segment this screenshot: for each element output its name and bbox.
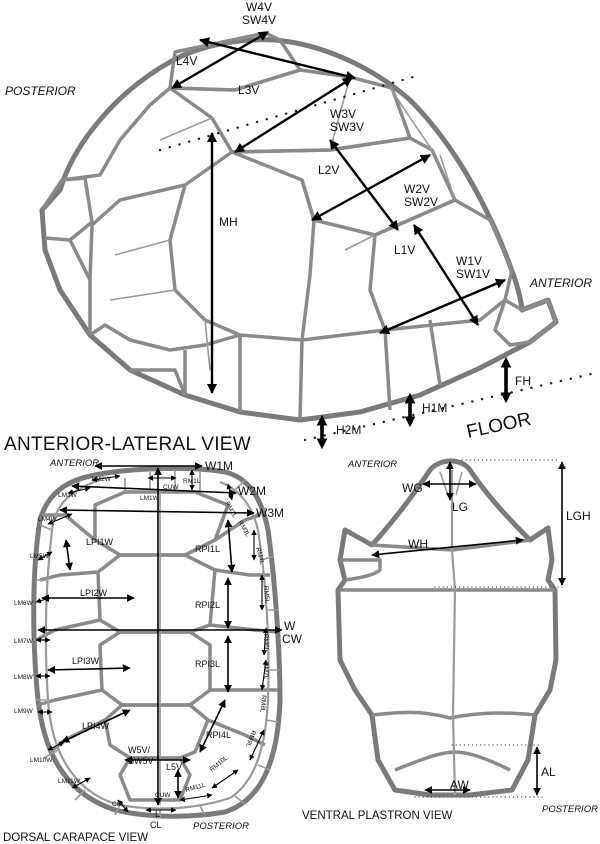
label-LM9W: LM9W [14,708,34,715]
label-LG: LG [452,500,468,514]
label-LM8W: LM8W [14,674,34,681]
arrow-RPI4L [199,699,226,753]
label-WH: WH [408,537,428,551]
label-L: L [155,809,160,819]
label-L4V: L4V [176,54,197,68]
label-FH: FH [515,374,531,388]
label-W2M: W2M [238,484,266,498]
label-RM1L: RM1L [183,478,201,485]
dorsal-view-title: DORSAL CARAPACE VIEW [3,832,148,844]
label-LM2W: LM2W [92,476,112,483]
arrow-W3V [234,76,353,154]
lateral-view-title: ANTERIOR-LATERAL VIEW [4,434,251,455]
label-L2V: L2V [318,163,339,177]
label-SW4V: SW4V [242,13,276,27]
lateral-pleural-seam-c [88,183,186,281]
ventral-view: ANTERIOR WG LG WH LGH AL AW POSTERIOR VE… [302,458,598,822]
arrow-WH [371,536,524,559]
label-H2M: H2M [336,423,361,437]
label-LM4W: LM4W [38,516,58,523]
label-RPI3L: RPI3L [195,659,220,669]
lateral-marginal-seams [130,319,442,421]
label-W: W [284,619,296,633]
label-floor: FLOOR [465,409,533,443]
label-LM5W: LM5W [30,553,50,560]
label-LM10W: LM10W [30,757,53,764]
label-CUW2: CUW [155,792,171,799]
plastron-outline [335,458,559,798]
arrow-L3V [199,37,356,81]
dorsal-view: ANTERIOR W1M W2M W3M LPI1W LPI2W LPI3W L… [3,458,303,844]
label-RM8L: RM8L [258,695,267,713]
label-RM7L: RM7L [262,662,270,680]
arrow-LPI3W [47,664,131,674]
label-RPI1L: RPI1L [195,544,220,554]
label-RM6L: RM6L [262,634,270,652]
plastron-abdominal-seam [340,558,382,582]
label-RPI4L: RPI4L [206,730,231,740]
label-LM3W: LM3W [58,492,78,499]
label-LM7W: LM7W [14,638,34,645]
lateral-view: W4V SW4V L4V L3V W3V SW3V L2V W2V SW2V L… [4,0,600,455]
label-dorsal-anterior: ANTERIOR [49,458,99,469]
plastron-femoral-seam [371,710,536,720]
label-H1M: H1M [422,401,447,415]
label-LM1W: LM1W [140,495,160,502]
label-L3V: L3V [238,83,259,97]
lateral-pleural-row [168,150,386,342]
lateral-pleural-seam-a [300,179,316,341]
label-W3M: W3M [256,506,284,520]
label-SW2V: SW2V [404,195,438,209]
plastron-midline [450,470,457,796]
label-CW: CW [282,632,303,646]
label-ventral-anterior: ANTERIOR [347,459,397,470]
lateral-dotted-line-floor [303,370,600,442]
label-lateral-posterior: POSTERIOR [5,84,76,98]
dorsal-marginal-arrows [35,469,269,813]
lateral-pleural-seam-b [61,86,172,182]
label-LGH: LGH [566,509,591,523]
label-lateral-anterior: ANTERIOR [529,276,592,290]
label-W1M: W1M [205,459,233,473]
ventral-view-title: VENTRAL PLASTRON VIEW [302,810,453,822]
label-LPI3W: LPI3W [72,656,100,666]
label-WG: WG [402,481,423,495]
label-W5V: W5V/ [128,745,151,755]
label-dorsal-posterior: POSTERIOR [193,821,249,832]
label-AL: AL [541,765,556,779]
label-L5V: L5V [166,762,182,772]
label-CUW: CUW [163,484,179,491]
label-LM6W: LM6W [14,600,34,607]
label-RPI2L: RPI2L [195,600,220,610]
label-SW1V: SW1V [456,267,490,281]
label-ventral-posterior: POSTERIOR [542,804,598,815]
arrow-RPI1L [224,519,236,573]
arrow-W2V [311,153,431,222]
arrow-W1V [379,278,506,335]
label-AW: AW [450,778,470,792]
label-W4V: W4V [246,0,272,14]
label-L1V: L1V [394,243,415,257]
label-LPI1W: LPI1W [86,537,114,547]
label-SW5V: SW5V [128,756,154,766]
label-W2V: W2V [404,182,430,196]
label-RM5L: RM5L [262,586,271,604]
label-LPI2W: LPI2W [80,588,108,598]
label-CL: CL [150,820,162,830]
label-W1V: W1V [456,254,482,268]
label-LPI4W: LPI4W [82,721,110,731]
lateral-left-marginals [40,176,94,335]
arrow-LPI1W [62,539,74,571]
label-CUL: CUL [112,801,125,808]
arrow-LPI4W [61,709,131,743]
label-RM4L: RM4L [254,547,265,566]
lateral-shell-outline [39,37,559,423]
label-LM11W: LM11W [58,778,81,785]
label-W3V: W3V [330,107,356,121]
label-SW3V: SW3V [330,120,364,134]
label-MH: MH [219,215,238,229]
